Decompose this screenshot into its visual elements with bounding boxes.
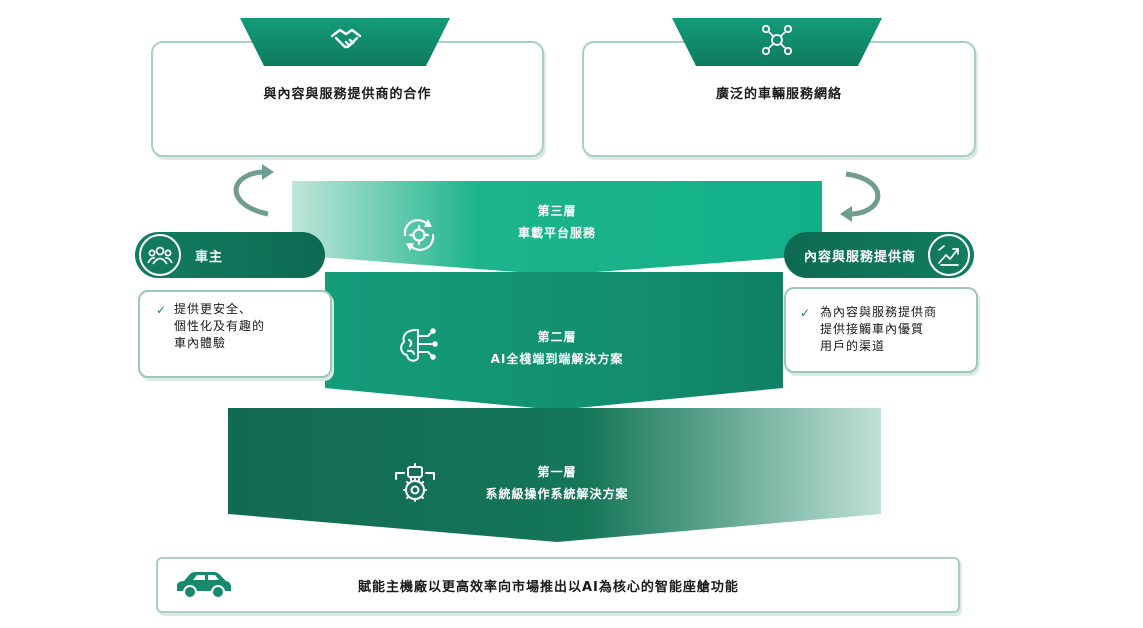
owner-benefit-text: 提供更安全、 個性化及有趣的 車內體驗 bbox=[174, 302, 266, 350]
owner-benefit-box: ✓ 提供更安全、 個性化及有趣的 車內體驗 bbox=[138, 290, 332, 378]
layer-2-band bbox=[325, 272, 783, 410]
layer-3-text: 第三層 車載平台服務 bbox=[457, 200, 657, 244]
growth-chart-icon bbox=[928, 234, 970, 276]
left-cycle-arrow bbox=[233, 169, 269, 217]
checkmark-icon: ✓ bbox=[156, 303, 167, 317]
layer-3-subtitle: 車載平台服務 bbox=[517, 226, 596, 240]
layer-3-band bbox=[292, 181, 822, 275]
right-cycle-arrow bbox=[845, 171, 881, 217]
people-group-icon bbox=[139, 234, 181, 276]
checkmark-icon-right: ✓ bbox=[800, 306, 811, 320]
top-right-tab bbox=[672, 18, 882, 66]
ai-brain-icon bbox=[400, 328, 438, 362]
bottom-summary-box: 賦能主機廠以更高效率向市場推出以AI為核心的智能座艙功能 bbox=[156, 557, 960, 613]
layer-2-subtitle: AI全棧端到端解決方案 bbox=[490, 352, 624, 366]
layer-1-band bbox=[228, 408, 881, 542]
layer-1-title: 第一層 bbox=[537, 465, 577, 479]
layer-1-subtitle: 系統級操作系統解決方案 bbox=[485, 487, 629, 501]
layer-3-title: 第三層 bbox=[537, 204, 577, 218]
layer-2-text: 第二層 AI全棧端到端解決方案 bbox=[457, 326, 657, 370]
top-left-label: 與內容與服務提供商的合作 bbox=[263, 87, 432, 102]
gear-cycle-icon bbox=[403, 219, 435, 251]
provider-pill: 內容與服務提供商 bbox=[784, 232, 974, 278]
bottom-summary-text: 賦能主機廠以更高效率向市場推出以AI為核心的智能座艙功能 bbox=[358, 580, 739, 595]
owner-pill-label: 車主 bbox=[195, 249, 224, 265]
car-icon bbox=[177, 572, 231, 599]
chip-gear-icon bbox=[395, 463, 435, 502]
layer-1-text: 第一層 系統級操作系統解決方案 bbox=[437, 461, 677, 505]
handshake-icon bbox=[330, 28, 362, 49]
provider-benefit-text: 為內容與服務提供商 提供接觸車內優質 用戶的渠道 bbox=[820, 305, 938, 353]
network-people-icon bbox=[761, 24, 793, 56]
top-left-tab bbox=[240, 18, 450, 66]
provider-benefit-box: ✓ 為內容與服務提供商 提供接觸車內優質 用戶的渠道 bbox=[784, 287, 978, 373]
owner-pill: 車主 bbox=[135, 232, 325, 278]
layer-2-title: 第二層 bbox=[537, 330, 577, 344]
provider-pill-label: 內容與服務提供商 bbox=[803, 249, 916, 265]
top-right-label: 廣泛的車輛服務網絡 bbox=[715, 87, 842, 102]
